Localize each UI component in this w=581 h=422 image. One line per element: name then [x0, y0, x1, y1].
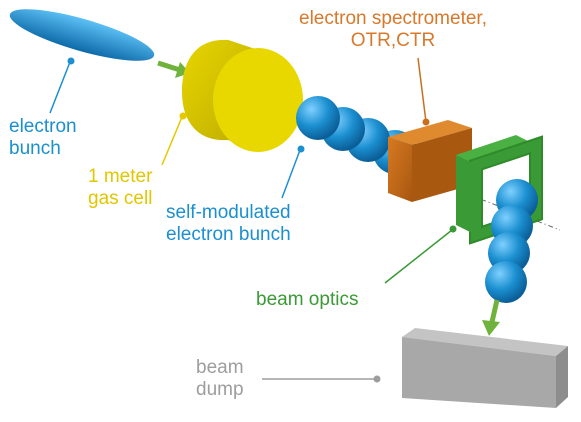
label-electron-bunch-line1: electron: [9, 116, 77, 137]
label-electron-bunch: electron bunch: [9, 116, 77, 160]
beam-dump-block: [402, 328, 568, 408]
electron-bunch-shape: [9, 9, 155, 61]
leader-beam-optics: [384, 225, 457, 284]
leader-self-modulated: [281, 145, 305, 199]
arrow-into-beam-dump: [482, 299, 500, 336]
leader-electron-bunch: [49, 57, 75, 114]
label-gas-cell: 1 meter gas cell: [88, 166, 152, 210]
label-spectrometer: electron spectrometer, OTR,CTR: [286, 8, 500, 52]
label-beam-dump: beam dump: [196, 357, 244, 401]
leader-spectrometer: [417, 57, 430, 126]
gas-cell-cylinder: [182, 39, 303, 152]
label-beam-optics: beam optics: [256, 289, 359, 310]
label-self-modulated-line2: electron bunch: [166, 224, 291, 245]
label-beam-dump-line1: beam: [196, 357, 244, 378]
label-gas-cell-line1: 1 meter: [88, 166, 153, 187]
spectrometer-box: [388, 120, 472, 202]
label-self-modulated: self-modulated electron bunch: [166, 202, 291, 246]
label-self-modulated-line1: self-modulated: [166, 202, 291, 223]
leader-beam-dump: [262, 375, 381, 383]
label-electron-bunch-line2: bunch: [9, 138, 61, 159]
beam-optics-frame: [456, 135, 543, 245]
label-spectrometer-line2: OTR,CTR: [350, 30, 436, 51]
label-beam-dump-line2: dump: [196, 379, 244, 400]
leader-gas-cell: [161, 112, 187, 166]
deflected-bunch-spheres: [485, 179, 538, 303]
label-spectrometer-line1: electron spectrometer,: [299, 8, 487, 29]
label-gas-cell-line2: gas cell: [88, 188, 153, 209]
